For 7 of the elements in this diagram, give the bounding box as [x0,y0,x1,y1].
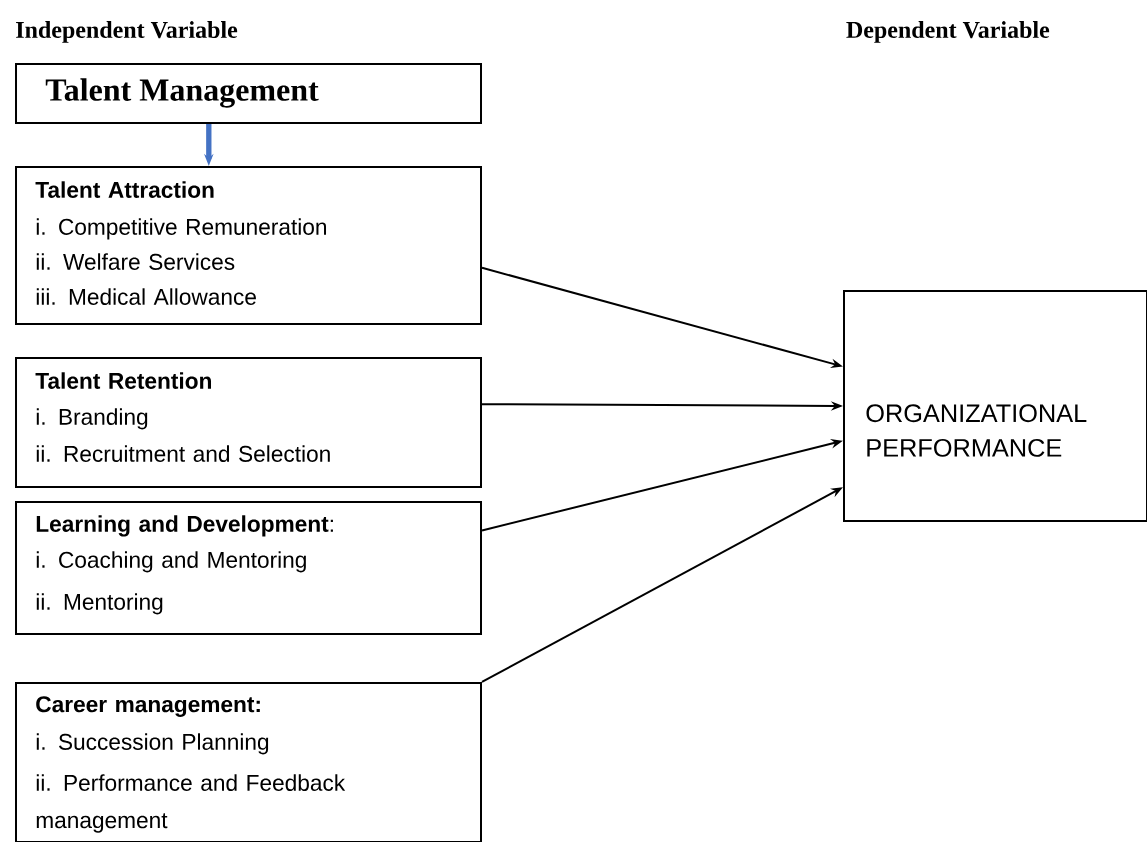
heading-box: Talent Management [15,63,482,124]
outcome-box: ORGANIZATIONAL PERFORMANCE [843,290,1147,522]
factor-box: Learning and Development: i. Coaching and Mentoring ii. Mentoring [15,501,482,635]
column-heading: Dependent Variable [846,21,1050,43]
factor-box: Career management: i. Succession Planning ii. Performance and Feedback management [15,682,482,842]
factor-box: Talent Retention i. Branding ii. Recruitment and Selection [15,357,482,488]
factor-box: Talent Attraction i. Competitive Remuneration ii. Welfare Services iii. Medical Allowance [15,166,482,325]
